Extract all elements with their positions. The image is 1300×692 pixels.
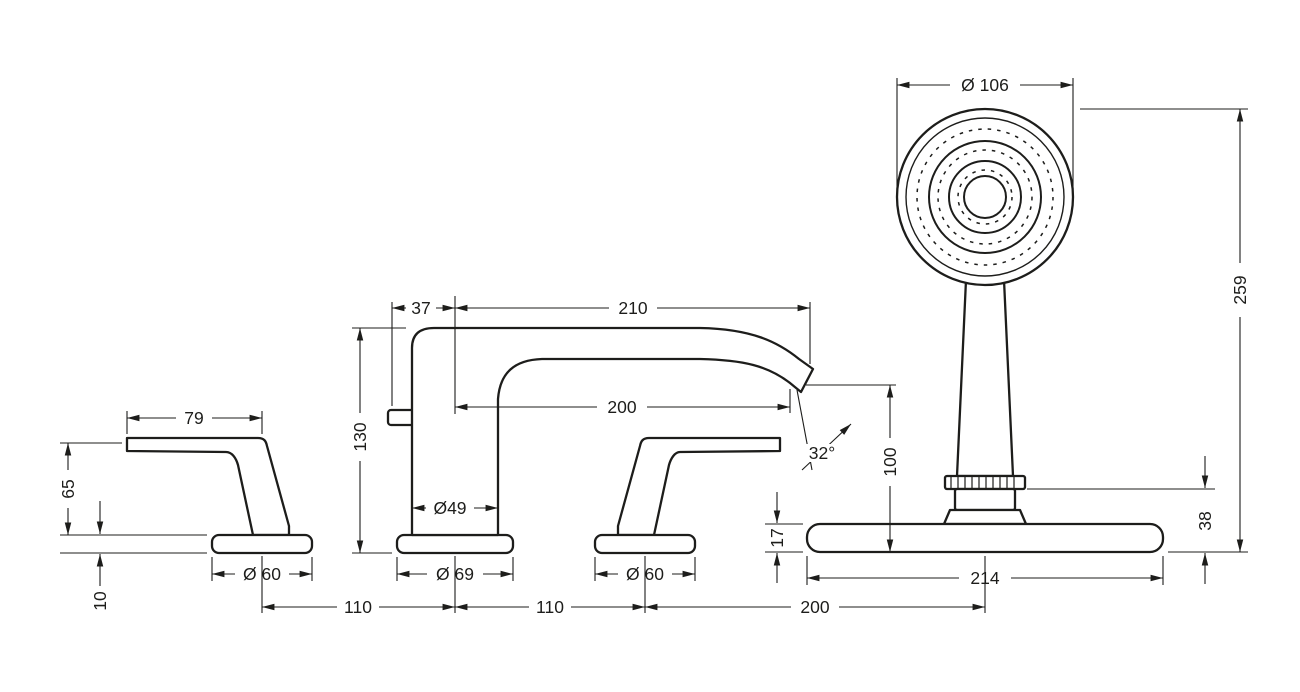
dim-plate-thickness: 17 (765, 492, 803, 583)
label-mask (59, 470, 77, 508)
extension-lines (594, 557, 696, 581)
dim-spacing-right-label: 200 (800, 597, 829, 617)
dim-deck-thickness-label: 10 (90, 591, 110, 611)
dim-spout-riser-dia: Ø49 (412, 498, 498, 518)
dim-head-dia-label: Ø 106 (961, 75, 1009, 95)
left-handle-lever (125, 436, 291, 537)
label-mask (176, 409, 212, 427)
head-nozzle-ring-mid (937, 149, 1033, 245)
handshower-collar-knurl (950, 477, 1015, 488)
head-ring-4 (948, 160, 1022, 234)
dim-stream-angle-label: 32° (809, 443, 835, 463)
centerlines (261, 556, 456, 613)
label-mask (426, 499, 474, 517)
handshower-handle (955, 278, 1015, 478)
dim-left-handle-height-label: 65 (58, 479, 78, 498)
extension-lines (126, 411, 263, 434)
label-mask (351, 413, 369, 461)
dim-spacing-middle-label: 110 (536, 597, 564, 617)
right-handle-lever (616, 436, 782, 537)
dim-spacing-left: 110 (261, 556, 456, 617)
spout-base (395, 533, 515, 555)
dim-left-handle-width-label: 79 (184, 408, 203, 428)
left-handle-base (210, 533, 314, 555)
handshower-cone (942, 508, 1028, 526)
extension-lines (352, 327, 406, 554)
dim-shower-total-height: 259 (1080, 108, 1250, 553)
label-mask (406, 299, 436, 317)
label-mask (337, 598, 379, 616)
handshower-drawing (805, 107, 1165, 554)
dim-spout-top-length-label: 210 (618, 298, 647, 318)
extension-lines (60, 442, 207, 536)
dim-head-dia: Ø 106 (896, 75, 1074, 196)
right-handle-drawing (593, 436, 782, 555)
spout-side-tab (386, 408, 416, 427)
head-ring-outer (895, 107, 1075, 287)
extension-lines (1080, 108, 1248, 553)
dim-spout-reach-label: 200 (607, 397, 636, 417)
extension-lines (211, 557, 313, 581)
head-nozzle-ring-outer (916, 128, 1054, 266)
label-mask (791, 598, 839, 616)
dim-outlet-height: 100 (806, 384, 900, 552)
extension-lines (806, 556, 1164, 585)
extension-lines (396, 557, 514, 581)
head-nozzle-ring-inner (957, 169, 1013, 225)
right-handle-base (593, 533, 697, 555)
dim-spacing-middle: 110 (455, 556, 646, 617)
dim-stream-angle: 32° (796, 389, 852, 471)
dim-holder-height: 38 (1027, 456, 1215, 584)
dim-shower-total-height-label: 259 (1230, 275, 1250, 304)
dim-deck-thickness: 10 (60, 501, 207, 611)
dim-holder-height-label: 38 (1195, 511, 1215, 530)
dim-spout-riser-dia-label: Ø49 (433, 498, 466, 518)
dim-spout-height-label: 130 (350, 422, 370, 451)
label-mask (609, 299, 657, 317)
label-mask (597, 398, 647, 416)
label-mask (805, 444, 839, 462)
extension-lines (896, 78, 1074, 196)
extension-lines (765, 523, 803, 553)
label-mask (1231, 263, 1249, 317)
dim-spout-reach: 200 (455, 389, 791, 417)
dim-spout-back-offset-label: 37 (411, 298, 430, 318)
dim-spout-top-length: 210 (454, 296, 811, 414)
label-mask (529, 598, 571, 616)
dim-outlet-height-label: 100 (880, 447, 900, 476)
head-ring-2 (905, 117, 1065, 277)
head-ring-center (963, 175, 1007, 219)
left-handle-drawing (125, 436, 314, 555)
label-mask (881, 438, 899, 486)
handshower-head (895, 107, 1075, 287)
handshower-collar (943, 474, 1027, 491)
handshower-socket (953, 487, 1017, 512)
dim-left-handle-height: 65 (58, 442, 207, 536)
dim-plate-thickness-label: 17 (767, 528, 787, 547)
dim-left-handle-width: 79 (126, 408, 263, 434)
dim-spacing-left-label: 110 (344, 597, 372, 617)
dimensions: 79 65 10 Ø 60 37 (58, 75, 1250, 617)
dim-spacing-right: 200 (645, 556, 986, 617)
dim-spout-back-offset: 37 (391, 298, 455, 406)
dim-spout-height: 130 (350, 327, 406, 554)
label-mask (950, 76, 1020, 94)
handshower-base-plate (805, 522, 1165, 554)
extension-lines (454, 296, 811, 414)
head-ring-3 (928, 140, 1042, 254)
